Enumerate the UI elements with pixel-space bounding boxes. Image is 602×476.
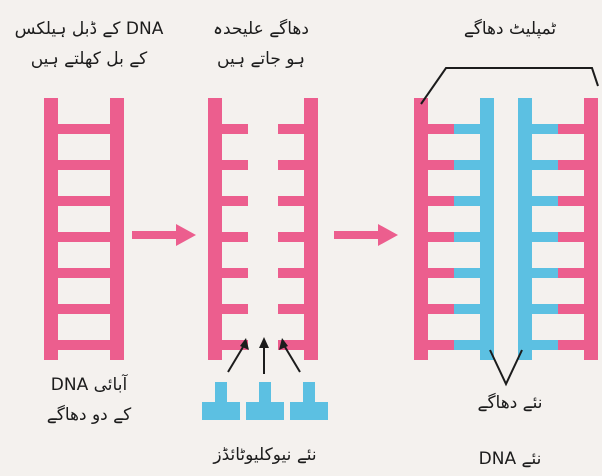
arrow-right-icon bbox=[334, 224, 398, 246]
daughter-dna-left bbox=[414, 98, 494, 360]
new-strand bbox=[518, 98, 532, 360]
new-strands-text: نئے دھاگے bbox=[477, 393, 543, 413]
new-strands-label: نئے دھاگے bbox=[440, 388, 580, 418]
template-strands-label: ٹمپلیٹ دھاگے bbox=[430, 14, 590, 44]
base-pair-rung bbox=[58, 196, 110, 206]
arrow-right-icon bbox=[132, 224, 196, 246]
base-pair-rung bbox=[58, 124, 110, 134]
parent-strands-label: آبائی DNA کے دو دھاگے bbox=[14, 370, 164, 430]
new-nucleotides bbox=[202, 382, 328, 420]
base-pair-rung bbox=[58, 340, 110, 350]
daughter-dna-right bbox=[518, 98, 598, 360]
base-pair-rung bbox=[58, 160, 110, 170]
right-separated-strand bbox=[304, 98, 318, 360]
new-dna-label: نئے DNA bbox=[440, 444, 580, 474]
base-pair-rung bbox=[58, 304, 110, 314]
nucleotides-text: نئے نیوکلیوٹائڈز bbox=[213, 445, 317, 465]
new-strand bbox=[480, 98, 494, 360]
unwinding-label-line-2: کے بل کھلتے ہیں bbox=[30, 49, 148, 69]
parent-label-line-2: کے دو دھاگے bbox=[46, 405, 132, 425]
parent-label-line-1: آبائی DNA bbox=[50, 375, 128, 395]
unwinding-label: DNA کے ڈبل ہیلکس کے بل کھلتے ہیں bbox=[4, 14, 174, 74]
base-pair-rung bbox=[58, 232, 110, 242]
parent-dna-ladder bbox=[44, 98, 124, 360]
separate-label-line-1: دھاگے علیحدہ bbox=[213, 19, 309, 39]
left-parent-strand bbox=[44, 98, 58, 360]
left-separated-strand bbox=[208, 98, 222, 360]
separated-strands bbox=[208, 98, 318, 360]
new-strand-pointer-lines bbox=[489, 349, 523, 387]
arrow-up-icon bbox=[227, 337, 301, 374]
base-pair-rung bbox=[58, 268, 110, 278]
separate-label: دھاگے علیحدہ ہو جاتے ہیں bbox=[186, 14, 336, 74]
template-strand bbox=[584, 98, 598, 360]
nucleotides-label: نئے نیوکلیوٹائڈز bbox=[190, 440, 340, 470]
template-pointer-lines bbox=[420, 67, 599, 105]
right-parent-strand bbox=[110, 98, 124, 360]
unwinding-label-line-1: DNA کے ڈبل ہیلکس bbox=[14, 19, 164, 39]
new-dna-text: نئے DNA bbox=[478, 449, 542, 469]
separate-label-line-2: ہو جاتے ہیں bbox=[217, 49, 305, 69]
template-strand bbox=[414, 98, 428, 360]
template-strands-text: ٹمپلیٹ دھاگے bbox=[463, 19, 557, 39]
